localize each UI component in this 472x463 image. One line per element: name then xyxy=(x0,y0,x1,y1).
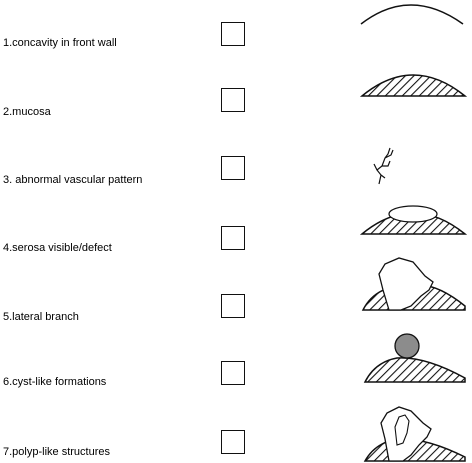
item-label-mucosa: 2.mucosa xyxy=(3,106,51,118)
checkbox-concavity[interactable] xyxy=(221,22,245,46)
list-item: 5.lateral branch xyxy=(0,256,472,323)
list-item: 3. abnormal vascular pattern xyxy=(0,132,472,192)
checkbox-vascular[interactable] xyxy=(221,156,245,180)
checkbox-cyst[interactable] xyxy=(221,361,245,385)
item-label-cyst: 6.cyst-like formations xyxy=(3,376,107,388)
item-label-serosa: 4.serosa visible/defect xyxy=(3,242,112,254)
hatched-dome-icon xyxy=(359,74,468,97)
branching-vessel-icon xyxy=(373,147,394,185)
item-label-polyp: 7.polyp-like structures xyxy=(3,446,110,458)
item-label-concavity: 1.concavity in front wall xyxy=(3,37,117,49)
checkbox-mucosa[interactable] xyxy=(221,88,245,112)
dome-with-cyst-icon xyxy=(363,333,466,383)
list-item: 7.polyp-like structures xyxy=(0,400,472,462)
checkbox-lateral-branch[interactable] xyxy=(221,294,245,318)
checkbox-serosa[interactable] xyxy=(221,226,245,250)
list-item: 2.mucosa xyxy=(0,66,472,126)
list-item: 1.concavity in front wall xyxy=(0,0,472,60)
checkbox-polyp[interactable] xyxy=(221,430,245,454)
list-item: 6.cyst-like formations xyxy=(0,326,472,388)
dome-with-lateral-branch-icon xyxy=(361,257,466,311)
list-item: 4.serosa visible/defect xyxy=(0,198,472,258)
item-label-vascular: 3. abnormal vascular pattern xyxy=(3,174,143,186)
dome-with-defect-icon xyxy=(359,205,468,235)
concave-arc-icon xyxy=(360,4,464,25)
dome-with-polyp-icon xyxy=(363,406,466,462)
item-label-lateral-branch: 5.lateral branch xyxy=(3,311,79,323)
